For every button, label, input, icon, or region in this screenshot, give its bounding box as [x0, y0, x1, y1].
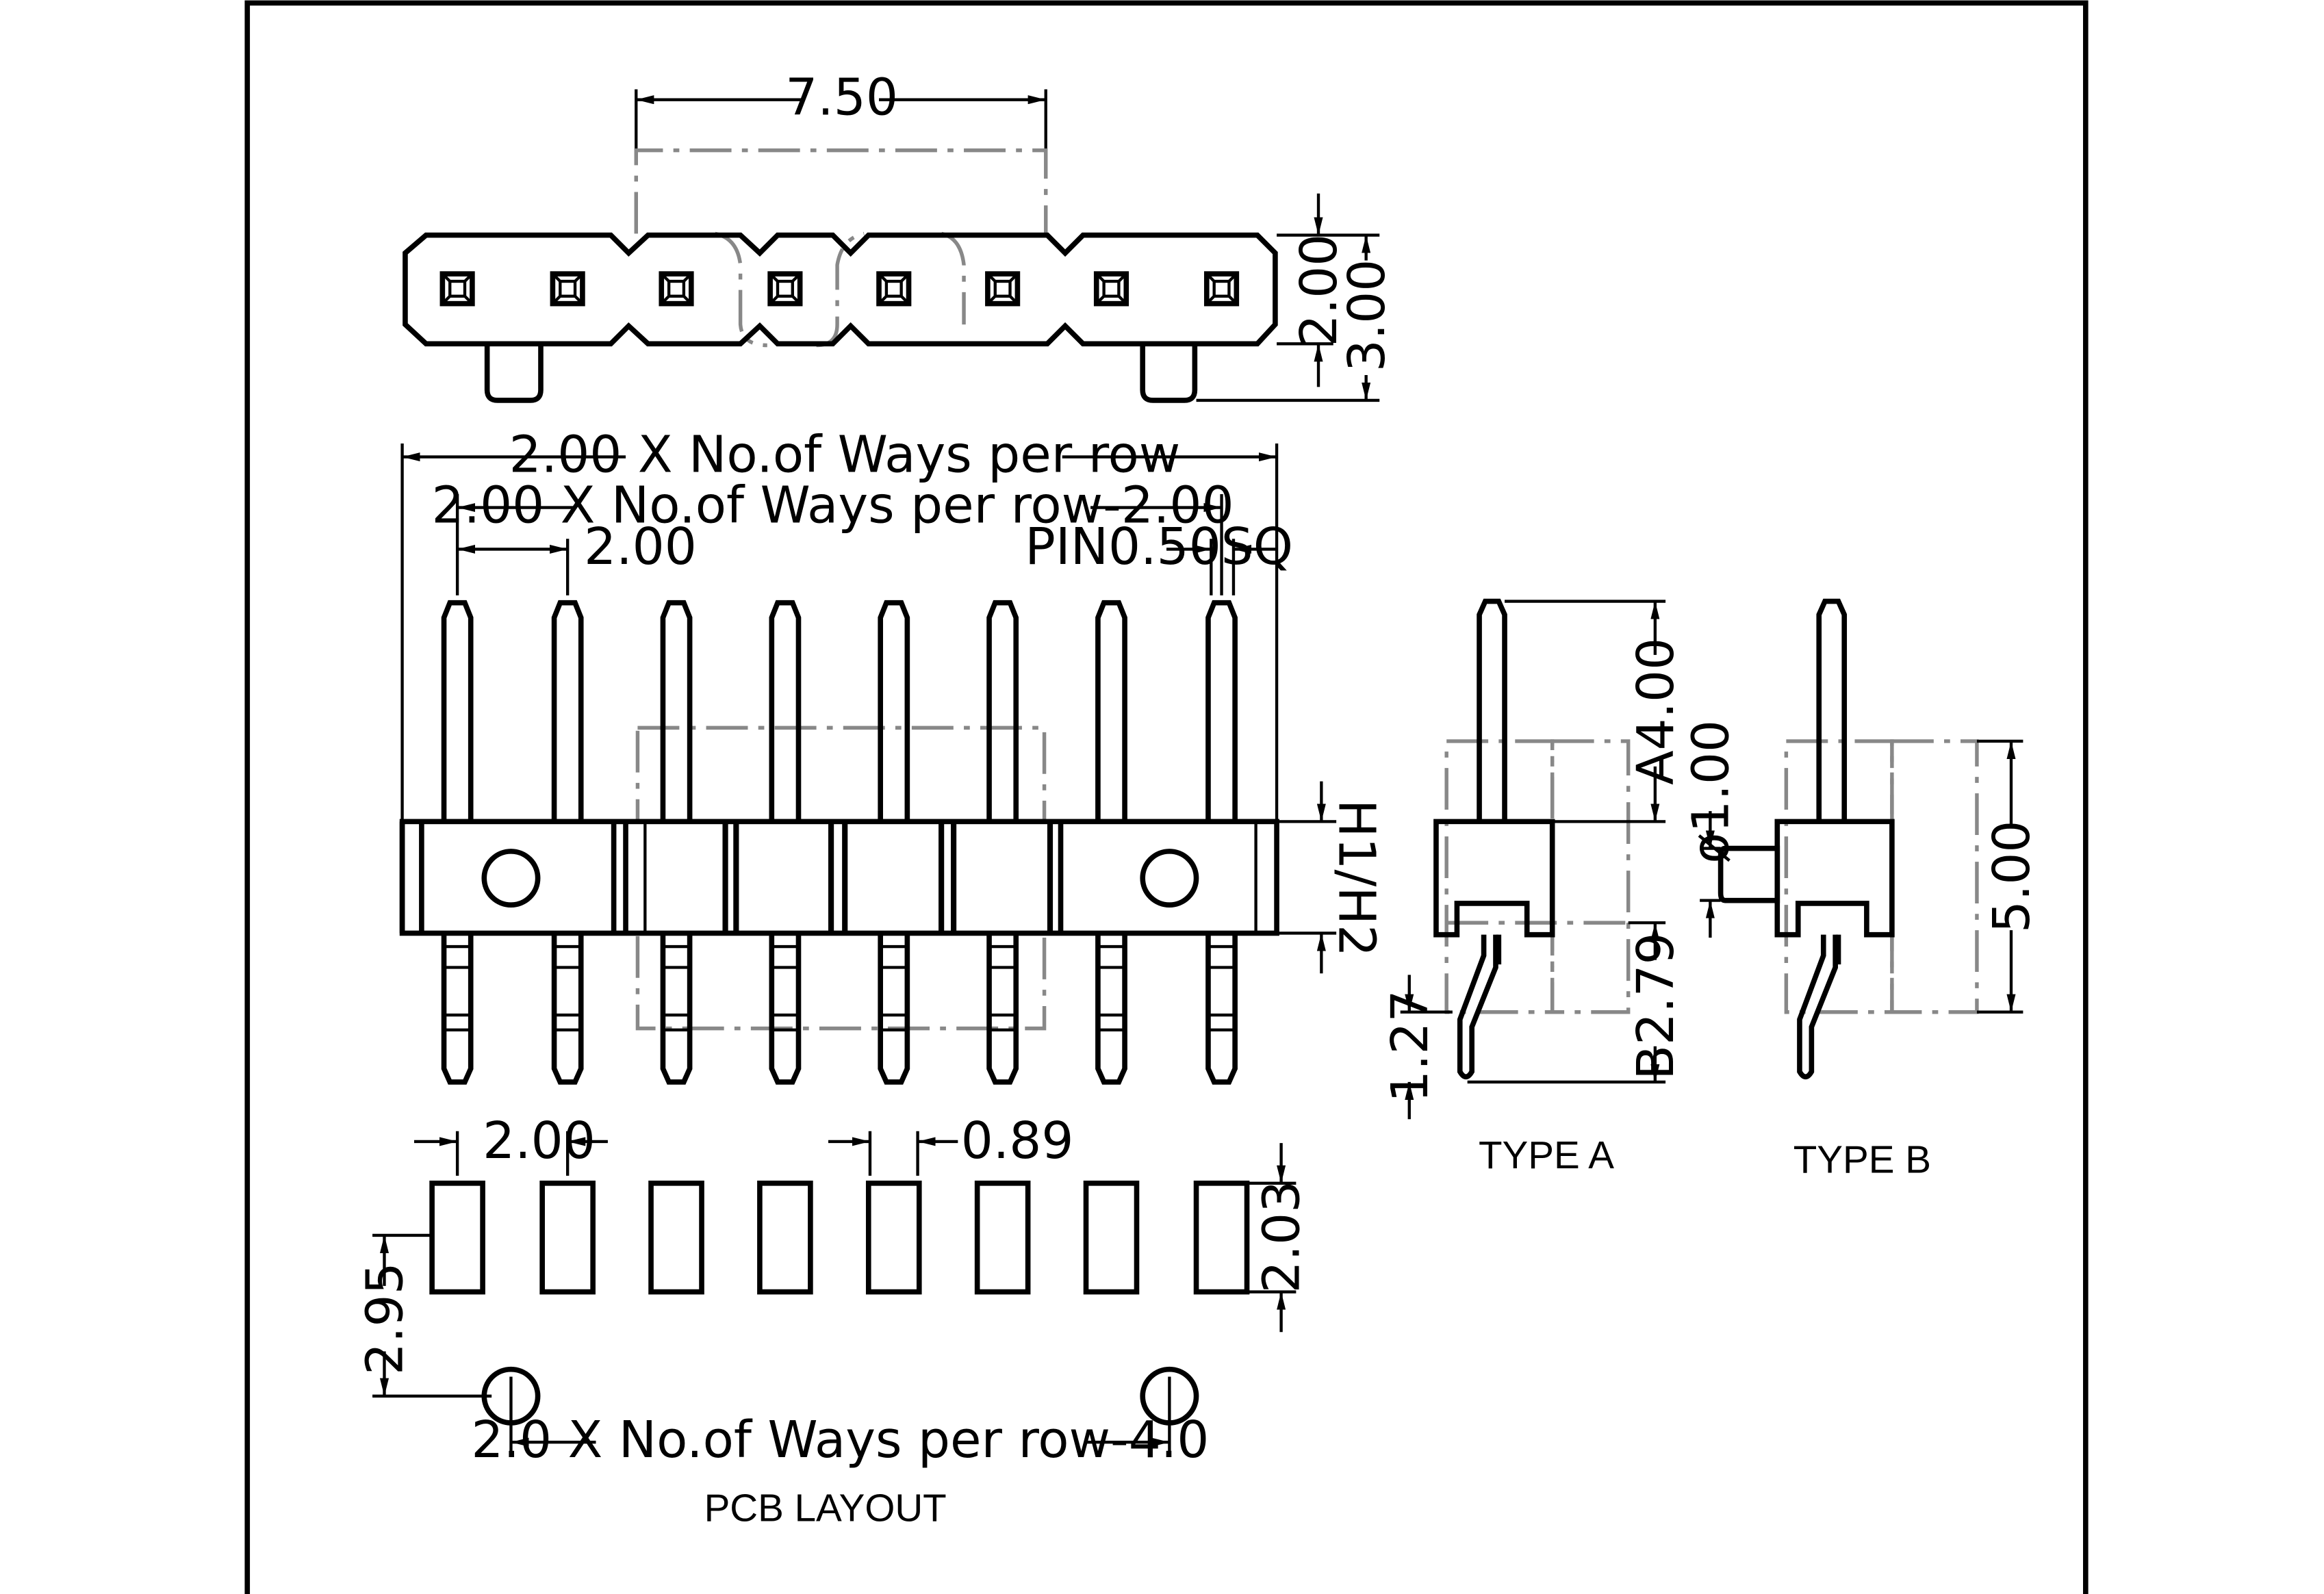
type-b-side-view: ø1.00 5.00 TYPE B: [1681, 598, 2041, 1181]
body-hole-right: [1140, 849, 1199, 908]
pad-height-dim: 2.03: [1253, 1181, 1312, 1294]
type-a-height-b-dim: B2.79: [1626, 932, 1685, 1079]
locating-peg-right: [1140, 344, 1198, 403]
pcb-pad-4: [757, 1181, 813, 1295]
pcb-pad-7: [1083, 1181, 1140, 1295]
type-a-tail-dim: 1.27: [1381, 990, 1440, 1103]
pad-pitch-dim: 2.00: [483, 1111, 596, 1170]
pin-square-6: [985, 271, 1021, 307]
pcb-pad-5: [865, 1181, 922, 1295]
header-body-top: [403, 232, 1278, 347]
header-body-front: [399, 819, 1279, 936]
total-width-dim: 2.00 X No.of Ways per row: [509, 425, 1181, 484]
pin-square-2: [550, 271, 585, 307]
type-b-body: [1774, 819, 1895, 938]
type-b-height-dim: 5.00: [1982, 821, 2041, 934]
top-width-dim: 7.50: [785, 68, 898, 127]
top-outer-dim: 3.00: [1338, 259, 1396, 372]
type-a-title: TYPE A: [1479, 1133, 1614, 1177]
pcb-pad-2: [539, 1181, 596, 1295]
hole-offset-dim: 2.95: [356, 1262, 415, 1375]
pin-square-4: [767, 271, 803, 307]
pin-front-8: [1205, 600, 1238, 1085]
post-diameter-dim: ø1.00: [1681, 720, 1740, 864]
drawing-border: [244, 0, 2089, 1594]
type-b-post: [1718, 845, 1780, 903]
pin-front-2: [551, 600, 584, 1085]
pin-front-6: [986, 600, 1019, 1085]
top-inner-dim: 2.00: [1290, 234, 1349, 347]
pcb-pad-3: [648, 1181, 704, 1295]
pin-square-3: [659, 271, 694, 307]
type-a-body: [1433, 819, 1555, 938]
pin-span-dim: 2.00 X No.of Ways per row-2.00: [432, 476, 1234, 535]
front-view: 2.00 X No.of Ways per row 2.00 X No.of W…: [399, 425, 1386, 1085]
pcb-pad-1: [429, 1181, 485, 1295]
type-a-side-view: A4.00 B2.79 1.27 TYPE A: [1381, 598, 1685, 1177]
pad-width-dim: 0.89: [961, 1111, 1074, 1170]
pin-size-dim: PIN0.50SQ: [1025, 517, 1293, 576]
body-hole-left: [481, 849, 541, 908]
pin-square-5: [876, 271, 912, 307]
pin-square-1: [439, 271, 475, 307]
pin-front-1: [441, 600, 474, 1085]
type-b-pin-top: [1816, 598, 1848, 822]
top-view: 7.50 2.00 3.00: [403, 68, 1396, 403]
type-b-title: TYPE B: [1793, 1138, 1931, 1181]
height-dim: H1/H2: [1327, 799, 1386, 957]
pin-pitch-dim: 2.00: [584, 517, 697, 576]
pin-front-4: [769, 600, 802, 1085]
pin-square-7: [1093, 271, 1129, 307]
housing-outline-dashed: [634, 148, 1048, 234]
pin-square-8: [1203, 271, 1240, 307]
pcb-pad-6: [974, 1181, 1031, 1295]
pin-front-7: [1095, 600, 1127, 1085]
pcb-layout-title: PCB LAYOUT: [704, 1486, 947, 1529]
pcb-pad-8: [1193, 1181, 1250, 1295]
pin-front-5: [878, 600, 910, 1085]
type-a-pin-top: [1477, 598, 1507, 822]
type-a-height-a-dim: A4.00: [1626, 638, 1685, 785]
hole-span-dim: 2.0 X No.of Ways per row-4.0: [471, 1411, 1209, 1469]
pcb-layout: 2.00 0.89 2.03 2.95 2.0 X No.of Ways per…: [356, 1111, 1312, 1530]
pin-front-3: [660, 600, 693, 1085]
locating-peg-left: [484, 344, 544, 403]
